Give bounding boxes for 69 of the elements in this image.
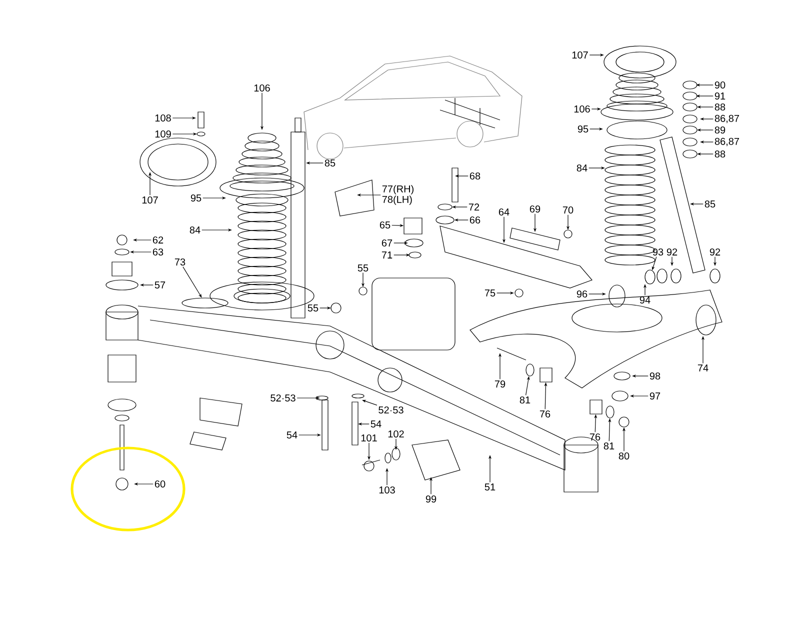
callout-number: 107 bbox=[142, 196, 158, 204]
callout-number: 101 bbox=[361, 434, 377, 442]
callout-number: 80 bbox=[618, 452, 630, 460]
part-washer bbox=[644, 270, 656, 284]
callout-number: 91 bbox=[714, 92, 726, 100]
callout-number: 79 bbox=[494, 380, 506, 388]
callout-number: 54 bbox=[370, 420, 382, 428]
part-nut bbox=[618, 416, 630, 428]
callout-number: 57 bbox=[154, 282, 166, 288]
callout-number: 102 bbox=[388, 430, 404, 438]
callout-number: 96 bbox=[576, 290, 588, 298]
callout-number: 76 bbox=[540, 410, 550, 418]
callout-number: 97 bbox=[650, 392, 660, 400]
callout-number: 85 bbox=[324, 159, 336, 167]
callout-number: 68 bbox=[470, 172, 480, 180]
callout-number: 92 bbox=[710, 248, 720, 256]
callout-number: 73 bbox=[174, 258, 186, 266]
callout-number: 107 bbox=[572, 51, 588, 59]
callout-number: 51 bbox=[484, 484, 496, 490]
callout-number: 63 bbox=[152, 248, 164, 256]
callout-number: 74 bbox=[698, 364, 708, 372]
callout-number: 69 bbox=[530, 205, 540, 213]
callout-number: 84 bbox=[576, 164, 588, 172]
callout-number: 62 bbox=[152, 236, 164, 244]
callout-number: 93 bbox=[652, 248, 664, 256]
callout-number: 64 bbox=[498, 208, 510, 216]
callout-number: 52·53 bbox=[378, 406, 404, 414]
part-washer bbox=[526, 364, 534, 376]
callout-number: 94 bbox=[640, 296, 650, 304]
callout-number: 89 bbox=[714, 126, 726, 134]
callout-number: 71 bbox=[382, 252, 392, 258]
callout-number: 106 bbox=[254, 84, 270, 92]
callout-number: 103 bbox=[379, 486, 395, 494]
callout-number: 88 bbox=[714, 150, 726, 158]
callout-number: 98 bbox=[650, 372, 660, 380]
callout-number: 75 bbox=[484, 290, 496, 296]
callout-number: 77(RH) 78(LH) bbox=[382, 185, 414, 205]
callout-number: 70 bbox=[562, 206, 574, 214]
callout-number: 54 bbox=[286, 432, 298, 438]
part-washer bbox=[606, 406, 614, 418]
callout-number: 95 bbox=[190, 194, 202, 202]
part-plate bbox=[182, 298, 228, 308]
callout-number: 81 bbox=[604, 442, 614, 450]
callout-number: 76 bbox=[590, 433, 600, 441]
callout-number: 60 bbox=[154, 480, 166, 488]
callout-number: 86,87 bbox=[714, 138, 739, 146]
callout-number: 90 bbox=[714, 81, 726, 89]
part-bushing bbox=[404, 218, 422, 234]
callout-number: 72 bbox=[468, 204, 480, 210]
callout-number: 55 bbox=[308, 304, 318, 312]
callout-number: 85 bbox=[704, 200, 716, 208]
callout-number: 92 bbox=[666, 248, 678, 256]
callout-number: 88 bbox=[714, 103, 726, 111]
callout-number: 65 bbox=[380, 221, 390, 229]
callout-number: 106 bbox=[574, 105, 590, 113]
callout-number: 67 bbox=[382, 239, 392, 247]
callout-number: 81 bbox=[520, 396, 530, 404]
callout-number: 55 bbox=[358, 264, 368, 272]
part-bushing bbox=[540, 368, 552, 382]
part-washer bbox=[436, 216, 454, 224]
callout-number: 84 bbox=[190, 226, 200, 234]
callout-number: 109 bbox=[155, 130, 171, 138]
part-bushing bbox=[590, 400, 602, 414]
callout-number: 86,87 bbox=[714, 114, 739, 124]
callout-number: 52·53 bbox=[270, 394, 296, 402]
callout-number: 66 bbox=[470, 216, 480, 224]
callout-number: 99 bbox=[426, 495, 436, 503]
callout-number: 95 bbox=[578, 125, 588, 133]
callout-number: 108 bbox=[155, 114, 171, 122]
